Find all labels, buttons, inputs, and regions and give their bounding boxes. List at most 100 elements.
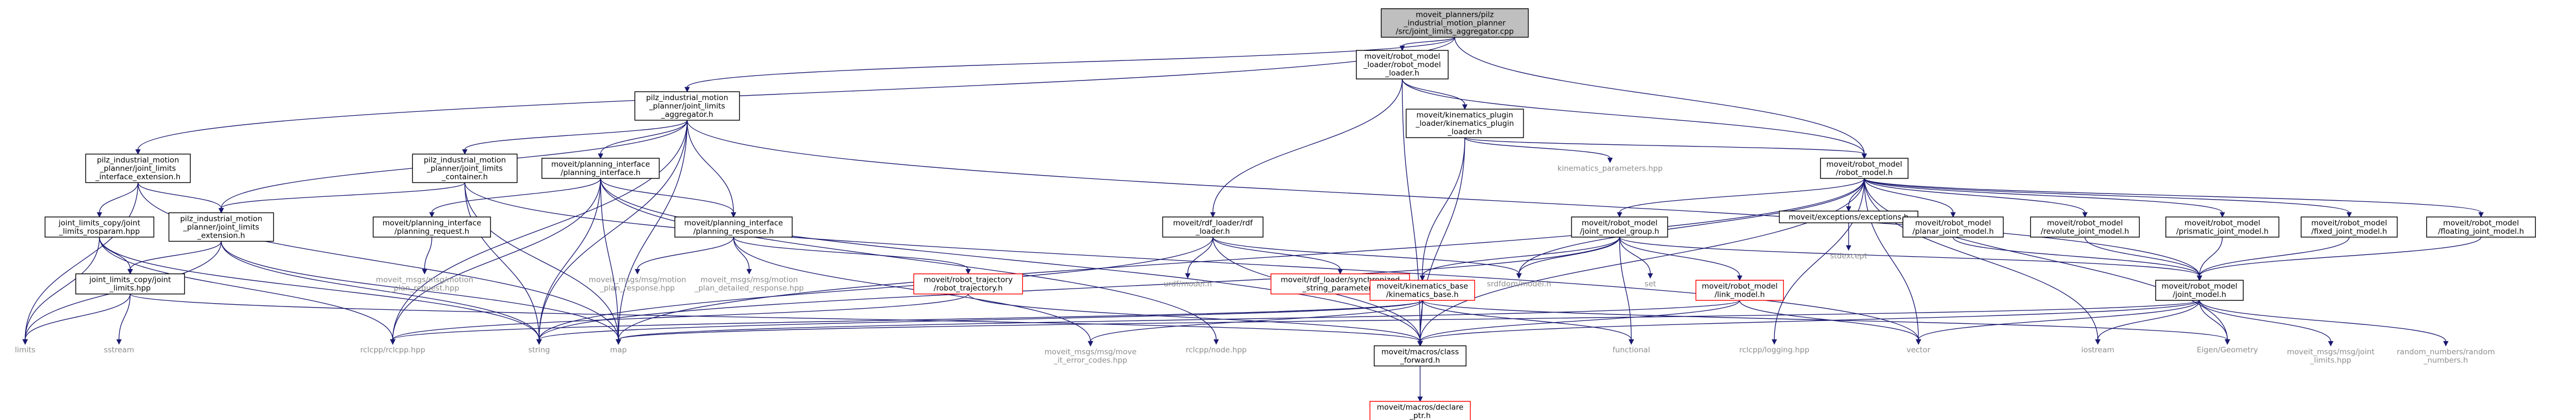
node-declare-ptr[interactable]: moveit/macros/declare_ptr.h — [1369, 400, 1471, 420]
node-floating[interactable]: moveit/robot_model/floating_joint_model.… — [2426, 216, 2536, 238]
edge-line — [424, 237, 432, 270]
node-plan-resp[interactable]: moveit/planning_interface/planning_respo… — [674, 216, 793, 238]
edge-line — [539, 120, 688, 340]
node-kin-base[interactable]: moveit/kinematics_base/kinematics_base.h — [1369, 280, 1475, 301]
node-label-line: /robot_trajectory.h — [934, 284, 1003, 293]
node-label-line: /src/joint_limits_aggregator.cpp — [1396, 27, 1513, 36]
node-jmg[interactable]: moveit/robot_model/joint_model_group.h — [1571, 216, 1668, 238]
node-label-line: moveit/robot_model — [2047, 219, 2123, 228]
edge-root-to-pilz-agg — [684, 37, 1455, 93]
node-label-line: moveit_msgs/msg/joint — [2287, 347, 2375, 356]
node-rdf-loader[interactable]: moveit/rdf_loader/rdf_loader.h — [1162, 216, 1264, 238]
edge-robot-model-to-rclcpp-log — [1772, 178, 1865, 345]
edge-robot-model-to-floating — [1864, 178, 2484, 218]
node-pilz-agg[interactable]: pilz_industrial_motion_planner/joint_lim… — [634, 91, 740, 121]
node-label-line: moveit/macros/class — [1382, 347, 1459, 356]
node-pilz-ext[interactable]: pilz_industrial_motion_planner/joint_lim… — [85, 153, 191, 183]
node-pilz-jl-ext[interactable]: pilz_industrial_motion_planner/joint_lim… — [168, 212, 274, 242]
node-rml[interactable]: moveit/robot_model_loader/robot_model_lo… — [1356, 50, 1449, 79]
node-label-line: moveit/macros/declare — [1377, 403, 1463, 412]
edge-jmg-to-link-model — [1619, 237, 1742, 281]
edge-arrowhead — [1210, 212, 1216, 218]
edge-robot-model-to-planar — [1864, 178, 1956, 218]
node-robot-model[interactable]: moveit/robot_model/robot_model.h — [1820, 158, 1909, 179]
node-label-line: _plan_response.hpp — [599, 284, 675, 293]
edge-pilz-ext-to-pilz-jl-ext — [137, 182, 224, 214]
edge-arrowhead — [746, 269, 752, 275]
edge-line — [618, 178, 1865, 340]
node-joint-model[interactable]: moveit/robot_model/joint_model.h — [2155, 280, 2244, 301]
node-prismatic[interactable]: moveit/robot_model/prismatic_joint_model… — [2165, 216, 2279, 238]
edge-line — [431, 178, 601, 213]
node-jl-copy[interactable]: joint_limits_copy/joint_limits.hpp — [75, 273, 185, 295]
node-label-line: _planner/joint_limits — [426, 164, 503, 173]
node-box — [1369, 280, 1475, 301]
edge-arrowhead — [1950, 212, 1956, 218]
node-box — [2155, 280, 2244, 301]
node-label-line: moveit/rdf_loader/rdf — [1173, 219, 1254, 228]
edge-pilz-agg-to-planning-iface — [598, 120, 688, 159]
node-revolute[interactable]: moveit/robot_model/revolute_joint_model.… — [2030, 216, 2140, 238]
node-planar[interactable]: moveit/robot_model/planar_joint_model.h — [1902, 216, 2004, 238]
edge-robot-model-to-revolute — [1864, 178, 2088, 218]
node-label-line: moveit/robot_model — [1826, 160, 1902, 169]
node-root[interactable]: moveit_planners/pilz_industrial_motion_p… — [1380, 8, 1529, 38]
edge-pilz-ext-to-map — [137, 182, 621, 345]
node-kin-plugin[interactable]: moveit/kinematics_plugin_loader/kinemati… — [1406, 108, 1524, 138]
node-class-fwd[interactable]: moveit/macros/class_forward.h — [1374, 345, 1466, 367]
node-fixed[interactable]: moveit/robot_model/fixed_joint_model.h — [2301, 216, 2398, 238]
edge-arrowhead — [1861, 153, 1867, 159]
node-label-line: /planar_joint_model.h — [1912, 227, 1994, 236]
edge-kin-base-to-move-it-err — [1088, 300, 1423, 347]
edge-line — [1422, 300, 2228, 340]
node-exceptions[interactable]: moveit/exceptions/exceptions.h — [1779, 210, 1918, 224]
node-label-line: /fixed_joint_model.h — [2311, 227, 2387, 236]
node-box — [1374, 345, 1466, 367]
edge-line — [25, 182, 139, 340]
node-label-line: _loader.h — [1447, 128, 1482, 136]
edge-floating-to-joint-model — [2197, 237, 2482, 281]
node-label-line: /planning_interface.h — [561, 168, 641, 177]
edge-rml-to-kin-plugin — [1402, 79, 1468, 110]
node-label-line: pilz_industrial_motion — [423, 156, 506, 165]
edge-line — [1212, 237, 1520, 274]
node-jl-copy-nos[interactable]: joint_limits_copy/joint_limits_rosparam.… — [44, 216, 155, 238]
node-pilz-cont[interactable]: pilz_industrial_motion_planner/joint_lim… — [412, 153, 518, 183]
edge-line — [539, 300, 1423, 340]
node-label-line: _extension.h — [197, 231, 245, 240]
edge-line — [1619, 237, 1651, 274]
node-label-line: joint_limits_copy/joint — [89, 276, 171, 285]
node-link-model[interactable]: moveit/robot_model/link_model.h — [1695, 280, 1784, 301]
node-label-line: /joint_model_group.h — [1580, 227, 1659, 236]
node-label-line: vector — [1907, 346, 1931, 355]
edge-planning-iface-to-class-fwd — [600, 178, 1423, 347]
edge-line — [733, 237, 750, 270]
node-box — [1380, 8, 1529, 38]
node-box — [2165, 216, 2279, 238]
edge-kin-plugin-to-kin-params — [1464, 137, 1613, 163]
edge-root-to-pilz-ext — [135, 37, 1455, 155]
edges-layer — [22, 36, 2484, 402]
node-box — [1369, 400, 1471, 420]
node-robot-traj[interactable]: moveit/robot_trajectory/robot_trajectory… — [913, 273, 1023, 295]
node-label-line: iostream — [2081, 346, 2114, 355]
node-plan-req[interactable]: moveit/planning_interface/planning_reque… — [373, 216, 491, 238]
node-sstream: sstream — [104, 346, 134, 355]
node-label-line: string — [528, 346, 550, 355]
edge-plan-resp-to-plan-resp-msg — [635, 237, 734, 275]
edge-pilz-ext-to-limits — [22, 182, 139, 345]
node-plan-resp-msg: moveit_msgs/msg/motion_plan_response.hpp — [589, 276, 686, 293]
node-label-line: moveit_msgs/msg/motion — [376, 276, 473, 285]
node-label-line: rclcpp/rclcpp.hpp — [360, 346, 426, 355]
edge-line — [130, 294, 1421, 342]
edge-line — [464, 182, 540, 340]
edge-line — [1187, 237, 1213, 274]
node-box — [44, 216, 155, 238]
node-planning-iface[interactable]: moveit/planning_interface/planning_inter… — [541, 158, 660, 179]
edge-line — [1739, 300, 1919, 340]
node-label-line: moveit/planning_interface — [684, 219, 783, 228]
edge-joint-model-to-jl-msg — [2199, 300, 2334, 347]
edge-line — [637, 237, 734, 270]
edge-line — [1420, 138, 1465, 342]
